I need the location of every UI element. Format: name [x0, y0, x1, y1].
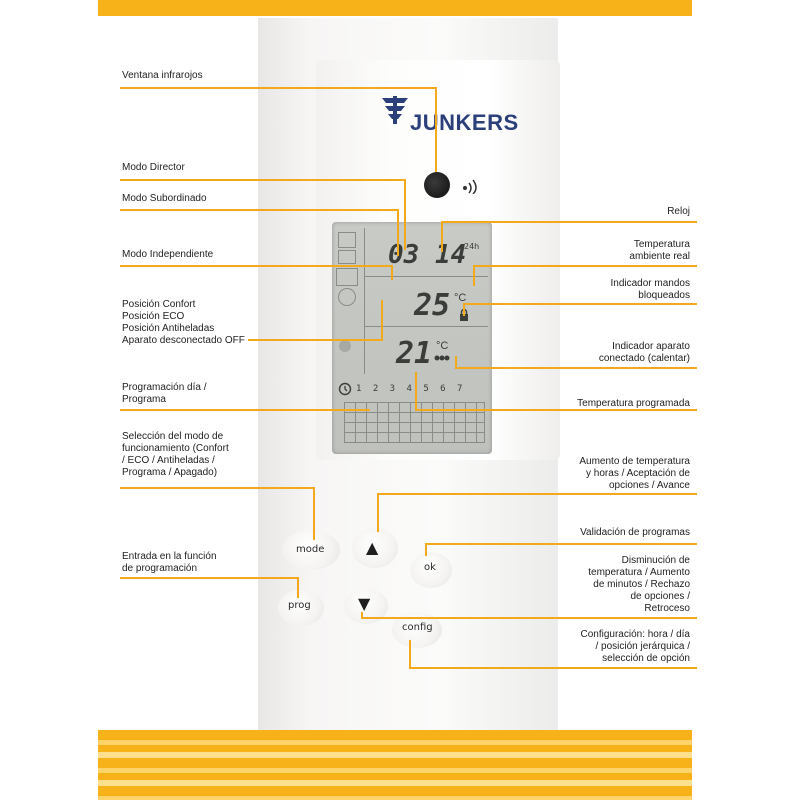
leader-positions: [248, 300, 383, 341]
label-infrared: Ventana infrarojos: [122, 70, 203, 81]
label-heating: Indicador aparato conectado (calentar): [598, 341, 690, 364]
label-positions: Posición Confort Posición ECO Posición A…: [122, 299, 245, 346]
room-temp-unit: °C: [454, 292, 467, 304]
label-independiente: Modo Independiente: [122, 249, 214, 260]
prog-button-label: prog: [288, 600, 311, 611]
label-clock: Reloj: [667, 206, 690, 217]
clock-format: 24h: [464, 242, 480, 251]
label-increase: Aumento de temperatura y horas / Aceptac…: [579, 456, 690, 491]
programmed-temp-unit: °C: [436, 340, 449, 352]
leader-heating: [455, 356, 697, 369]
mode-independiente-icon: [336, 268, 358, 286]
leader-room-temp: [473, 265, 697, 286]
signal-icon: [463, 179, 477, 194]
top-stripe: [98, 0, 692, 16]
lcd-divider: [364, 228, 365, 374]
leader-config: [409, 640, 697, 669]
prog-button[interactable]: [278, 590, 324, 626]
heating-icon: [434, 355, 450, 361]
programmed-temp-display: 21: [396, 336, 433, 371]
leader-mode: [120, 487, 315, 540]
label-programming-day: Programación día / Programa: [122, 382, 207, 405]
leader-programmed-temp: [415, 372, 697, 411]
schedule-grid: [344, 402, 485, 443]
config-button-label: config: [402, 622, 433, 633]
leader-clock: [441, 221, 697, 252]
leader-validation: [425, 543, 697, 556]
mode-director-icon: [338, 232, 356, 248]
label-lock: Indicador mandos bloqueados: [610, 278, 691, 301]
down-arrow-icon: ▼: [358, 594, 371, 613]
up-button[interactable]: [352, 528, 398, 568]
brand-logo: JUNKERS: [410, 110, 519, 135]
infrared-window: [424, 172, 450, 198]
label-room-temp: Temperatura ambiente real: [629, 239, 690, 262]
leader-prog: [120, 577, 299, 598]
mode-subordinado-icon: [338, 250, 356, 264]
label-director: Modo Director: [122, 162, 185, 173]
bottom-stripe: [98, 730, 692, 800]
label-decrease: Disminución de temperatura / Aumento de …: [588, 555, 690, 614]
ok-button[interactable]: [410, 552, 452, 588]
leader-decrease: [361, 612, 697, 619]
mode-button-label: mode: [296, 544, 325, 555]
day-numbers: 1 2 3 4 5 6 7: [356, 384, 466, 394]
clock-display: 03 14: [388, 240, 467, 270]
leader-director: [120, 179, 406, 250]
leader-lock: [463, 303, 697, 316]
leader-infrared: [120, 87, 437, 172]
room-temp-display: 25: [414, 288, 451, 323]
mode-button[interactable]: [282, 530, 340, 570]
lcd-display: 03 14 24h 25 °C 21 °C 1 2 3 4 5 6 7: [332, 222, 492, 454]
junkers-logo-icon: [382, 96, 408, 124]
label-mode-selection: Selección del modo de funcionamiento (Co…: [122, 431, 229, 478]
lcd-divider: [364, 326, 488, 327]
label-validation: Validación de programas: [580, 527, 690, 538]
up-arrow-icon: ▲: [366, 538, 379, 557]
label-prog-entry: Entrada en la función de programación: [122, 551, 217, 574]
leader-subordinado: [120, 209, 399, 256]
lcd-divider: [364, 276, 488, 277]
label-subordinado: Modo Subordinado: [122, 193, 207, 204]
position-icon: [338, 288, 356, 306]
leader-independiente: [120, 265, 393, 280]
ok-button-label: ok: [424, 562, 436, 573]
leader-increase: [377, 493, 697, 532]
label-programmed-temp: Temperatura programada: [577, 398, 690, 409]
program-icon: [338, 382, 352, 396]
antifreeze-icon: [339, 340, 351, 352]
label-config: Configuración: hora / día / posición jer…: [580, 629, 690, 664]
